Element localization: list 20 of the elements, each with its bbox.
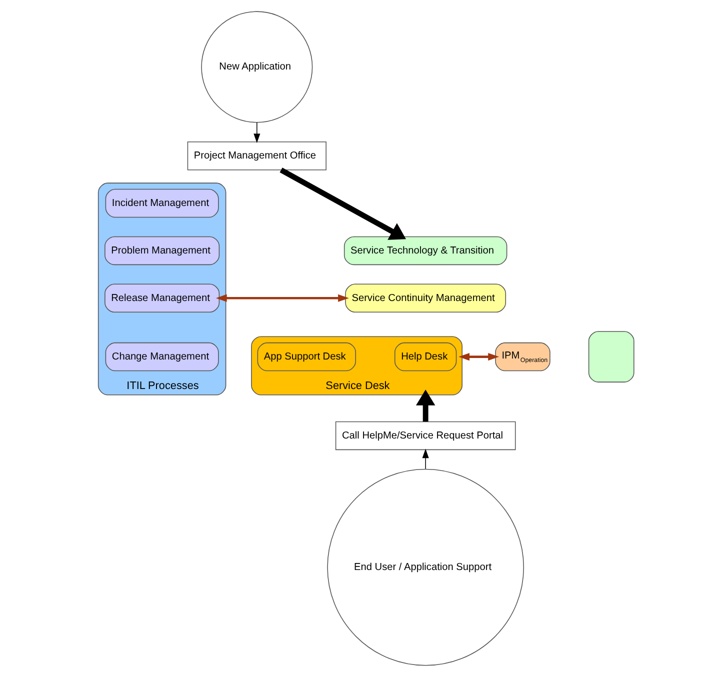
arrow <box>458 352 500 361</box>
node-box: Help Desk <box>394 342 457 372</box>
node-box: Service Technology & Transition <box>344 236 508 266</box>
node-box: App Support Desk <box>257 342 356 372</box>
arrow <box>416 390 436 422</box>
node-box: Project Management Office <box>187 141 326 170</box>
node-box: Incident Management <box>105 188 219 218</box>
node-circle: End User / Application Support <box>327 468 524 666</box>
arrow <box>254 122 260 144</box>
node-box: IPM$_{Operation}$ <box>495 342 550 372</box>
node-box: Release Management <box>104 284 220 312</box>
node-box: Call HelpMe/Service Request Portal <box>335 421 516 450</box>
arrow <box>280 168 406 240</box>
node-box: Change Management <box>105 342 219 372</box>
node-box: Problem Management <box>104 236 220 266</box>
node-box <box>588 331 634 382</box>
arrow <box>422 448 429 470</box>
node-box: Service Continuity Management <box>345 284 506 312</box>
node-circle: New Application <box>201 11 313 123</box>
arrow <box>216 294 349 302</box>
